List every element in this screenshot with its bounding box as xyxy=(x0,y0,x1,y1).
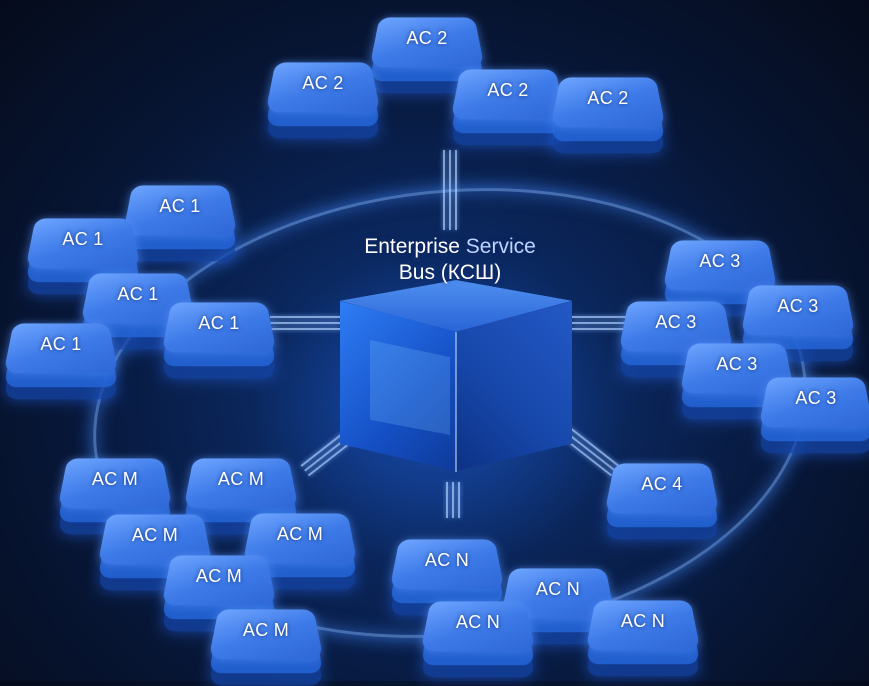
node-label: AC 1 xyxy=(117,284,159,304)
node-acn[interactable]: AC N xyxy=(500,563,616,645)
node-label: AC 2 xyxy=(302,73,344,93)
node-label: AC 3 xyxy=(777,296,819,316)
node-label: AC 1 xyxy=(40,334,82,354)
node-label: AC M xyxy=(195,566,243,586)
node-ac2[interactable]: AC 2 xyxy=(369,12,485,94)
node-label: AC 2 xyxy=(487,80,529,100)
node-ac1[interactable]: AC 1 xyxy=(80,268,196,350)
node-acm[interactable]: AC M xyxy=(161,550,277,632)
node-ac1[interactable]: AC 1 xyxy=(3,318,119,400)
node-label: AC 1 xyxy=(159,196,201,216)
node-label: AC 3 xyxy=(655,312,697,332)
node-ac3[interactable]: AC 3 xyxy=(740,280,856,362)
bus-title-word-1: Enterprise xyxy=(364,235,460,258)
cube-left-face xyxy=(340,301,456,471)
node-label: AC M xyxy=(91,469,139,489)
node-ac3[interactable]: AC 3 xyxy=(662,235,778,317)
node-label: AC N xyxy=(535,579,581,599)
connector-top xyxy=(441,150,461,230)
bus-title-line-2: Bus (КСШ) xyxy=(398,261,502,284)
bus-title: Enterprise Service Bus (КСШ) xyxy=(290,234,610,286)
node-label: AC 3 xyxy=(716,354,758,374)
bus-title-word-2: Service xyxy=(465,235,536,258)
connector-right xyxy=(572,314,627,334)
node-acm[interactable]: AC M xyxy=(57,453,173,535)
cube-front-edge xyxy=(455,332,457,472)
node-ac1[interactable]: AC 1 xyxy=(161,297,277,379)
node-ac2[interactable]: AC 2 xyxy=(265,57,381,139)
node-label: AC M xyxy=(217,469,265,489)
node-label: AC M xyxy=(242,620,290,640)
enterprise-service-bus-cube xyxy=(340,280,572,480)
node-label: AC 1 xyxy=(62,229,104,249)
cube-right-face xyxy=(456,301,572,471)
node-ac3[interactable]: AC 3 xyxy=(758,372,869,454)
node-ac2[interactable]: AC 2 xyxy=(450,64,566,146)
node-ac1[interactable]: AC 1 xyxy=(25,213,141,295)
node-label: AC N xyxy=(424,550,470,570)
node-acn[interactable]: AC N xyxy=(389,534,505,616)
node-acn[interactable]: AC N xyxy=(585,595,701,677)
node-label: AC N xyxy=(620,611,666,631)
node-label: AC 3 xyxy=(699,251,741,271)
node-label: AC 2 xyxy=(587,88,629,108)
connector-bottom xyxy=(444,482,464,518)
node-acm[interactable]: AC M xyxy=(97,509,213,591)
node-acm[interactable]: AC M xyxy=(183,453,299,535)
node-label: AC 1 xyxy=(198,313,240,333)
node-acn[interactable]: AC N xyxy=(420,596,536,678)
node-label: AC N xyxy=(455,612,501,632)
node-ac4[interactable]: AC 4 xyxy=(604,458,720,540)
node-label: AC M xyxy=(131,525,179,545)
node-label: AC M xyxy=(276,524,324,544)
node-acm[interactable]: AC M xyxy=(208,604,324,686)
node-ac1[interactable]: AC 1 xyxy=(122,180,238,262)
node-label: AC 2 xyxy=(406,28,448,48)
node-ac3[interactable]: AC 3 xyxy=(679,338,795,420)
cube-inner-glow xyxy=(370,340,450,435)
connector-left xyxy=(270,314,340,334)
node-ac2[interactable]: AC 2 xyxy=(550,72,666,154)
node-ac3[interactable]: AC 3 xyxy=(618,296,734,378)
node-label: AC 4 xyxy=(641,474,683,494)
node-label: AC 3 xyxy=(795,388,837,408)
node-acm[interactable]: AC M xyxy=(242,508,358,590)
